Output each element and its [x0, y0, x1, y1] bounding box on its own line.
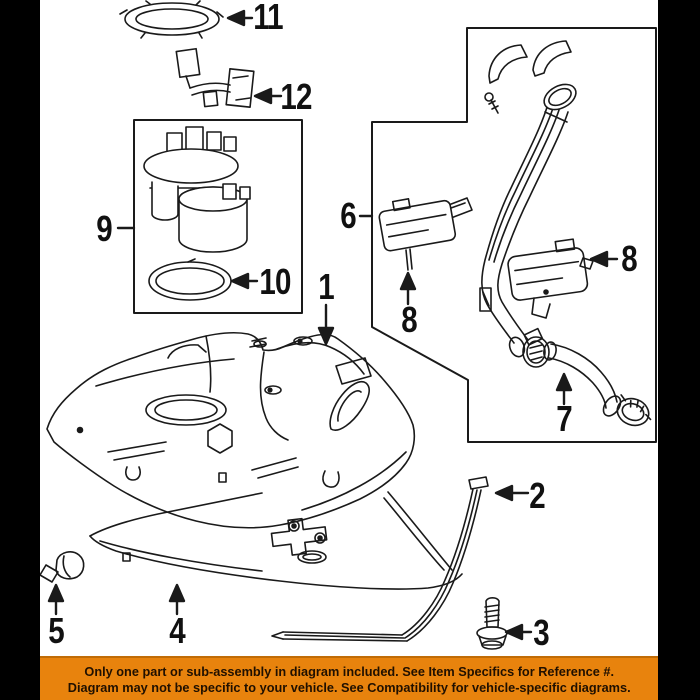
filler-pipe-drawing	[445, 40, 577, 358]
callout-5: 5	[48, 610, 64, 651]
disclaimer-banner: Only one part or sub-assembly in diagram…	[40, 656, 658, 700]
seal-ring-drawing	[148, 258, 232, 301]
callout-7: 7	[556, 398, 572, 439]
callout-9: 9	[96, 208, 112, 249]
callout-arrows	[47, 9, 619, 641]
lock-ring-drawing	[119, 0, 224, 39]
callout-2: 2	[529, 475, 545, 516]
callout-8b: 8	[621, 238, 637, 279]
callout-4: 4	[169, 610, 185, 651]
left-letterbox-bar	[0, 0, 40, 700]
callout-3: 3	[533, 612, 549, 653]
tank-strap-drawing	[271, 476, 489, 642]
callout-10: 10	[259, 261, 291, 302]
mount-bolt-drawing	[476, 597, 508, 650]
filler-pipe-box	[371, 27, 657, 443]
callout-1: 1	[318, 266, 334, 307]
filler-hose-drawing	[522, 327, 652, 427]
banner-line-2: Diagram may not be specific to your vehi…	[67, 679, 631, 695]
banner-line-1: Only one part or sub-assembly in diagram…	[84, 663, 614, 679]
fuel-tank-drawing	[46, 332, 416, 529]
vent-valve-drawing	[39, 551, 85, 583]
callout-6: 6	[340, 195, 356, 236]
right-letterbox-bar	[658, 0, 700, 700]
pump-module-box	[133, 119, 303, 314]
tank-shield-drawing	[89, 491, 463, 590]
fuel-sender-drawing	[175, 47, 255, 108]
bracket-right-drawing	[507, 238, 594, 319]
fuel-pump-module-drawing	[143, 126, 251, 253]
bracket-left-drawing	[378, 198, 457, 271]
callout-11: 11	[253, 0, 283, 37]
callout-8a: 8	[401, 299, 417, 340]
callout-12: 12	[280, 76, 312, 117]
